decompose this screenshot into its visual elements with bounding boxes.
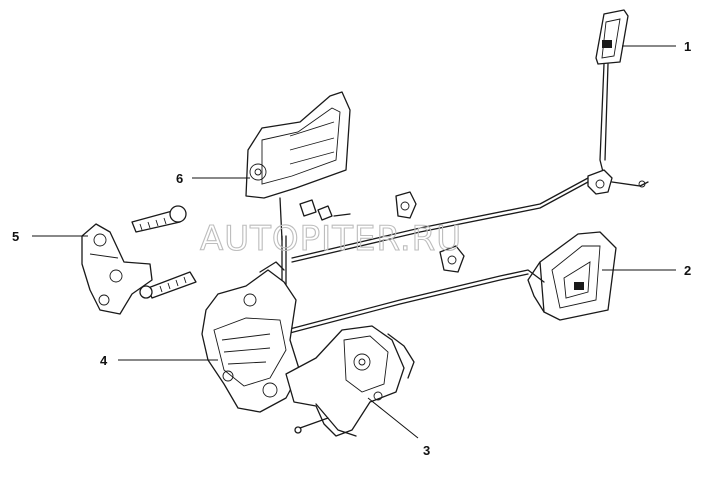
leader-3 <box>367 397 419 439</box>
part-4-lock-mechanism <box>201 261 301 413</box>
link-rods <box>281 177 589 335</box>
part-3-latch-actuator <box>285 325 415 437</box>
callout-label-6: 6 <box>176 171 183 186</box>
part-5-bracket-screws <box>81 205 197 315</box>
part-1-lock-knob-rod <box>587 9 649 195</box>
watermark-text: AUTOPITER.RU <box>200 219 462 259</box>
part-6-outside-handle <box>245 91 351 241</box>
callout-label-1: 1 <box>684 39 691 54</box>
rod-clips <box>299 191 465 273</box>
part-2-inside-handle <box>527 231 617 321</box>
callout-leaders <box>32 45 676 439</box>
callout-label-2: 2 <box>684 263 691 278</box>
callout-label-3: 3 <box>423 443 430 458</box>
callout-label-4: 4 <box>100 353 108 368</box>
callout-label-5: 5 <box>12 229 19 244</box>
